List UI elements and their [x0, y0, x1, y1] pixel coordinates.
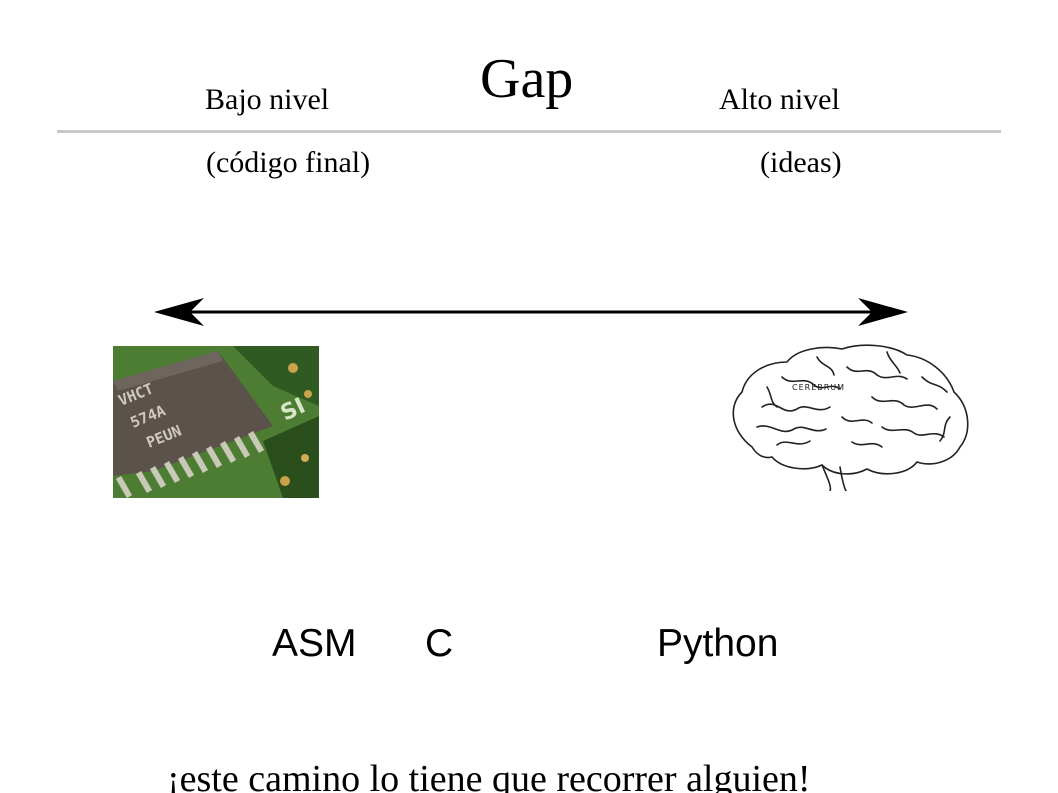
slide-title: Gap: [480, 48, 574, 110]
language-python: Python: [657, 622, 779, 665]
microchip-image: SI VHCT 574A PEUN: [113, 346, 319, 498]
low-level-label: Bajo nivel: [205, 83, 330, 116]
brain-image: CEREBRUM: [732, 344, 969, 491]
high-level-label: Alto nivel: [719, 83, 840, 116]
high-level-sublabel: (ideas): [760, 146, 842, 179]
svg-text:CEREBRUM: CEREBRUM: [792, 383, 845, 392]
low-level-sublabel: (código final): [206, 146, 371, 179]
language-asm: ASM: [272, 622, 357, 665]
double-arrow-icon: [154, 298, 908, 326]
footer-text: ¡este camino lo tiene que recorrer algui…: [167, 758, 811, 793]
language-c: C: [425, 622, 454, 665]
divider-line: [57, 130, 1001, 133]
